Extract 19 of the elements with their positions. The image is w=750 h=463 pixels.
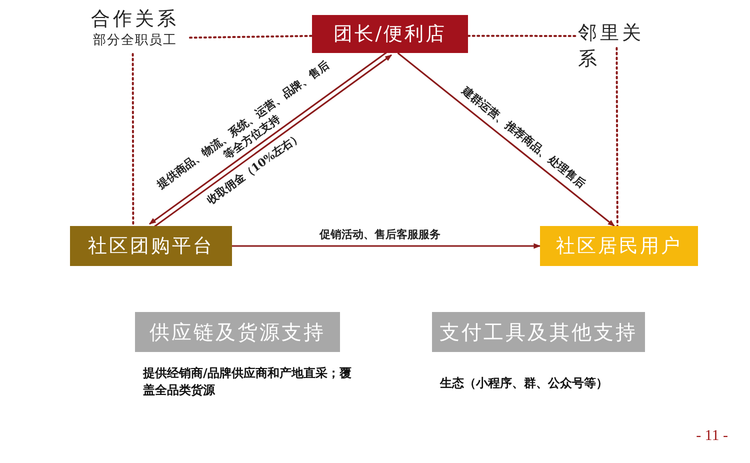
- dotted-line: [132, 53, 134, 227]
- edge-label: 建群运营、推荐商品、处理售后: [459, 83, 589, 191]
- relation-text: 邻里关系: [578, 21, 645, 72]
- caption-text: 部分全职员工: [92, 32, 178, 49]
- dotted-line: [616, 47, 618, 227]
- dotted-line: [189, 34, 313, 39]
- platform-box: 社区团购平台: [70, 226, 232, 266]
- page-number: - 11 -: [696, 428, 728, 445]
- user-box: 社区居民用户: [540, 226, 698, 266]
- description-text: 生态（小程序、群、公众号等）: [440, 375, 609, 392]
- support-box: 供应链及货源支持: [135, 312, 340, 352]
- arrow: [232, 243, 541, 249]
- arrow: [397, 52, 615, 227]
- dotted-line: [467, 34, 579, 37]
- role-box: 团长/便利店: [312, 15, 468, 53]
- relation-text: 合作关系: [90, 7, 180, 32]
- edge-label: 促销活动、售后客服服务: [320, 226, 440, 242]
- support-box: 支付工具及其他支持: [432, 312, 645, 352]
- description-text: 提供经销商/品牌供应商和产地直采；覆盖全品类货源: [143, 365, 352, 399]
